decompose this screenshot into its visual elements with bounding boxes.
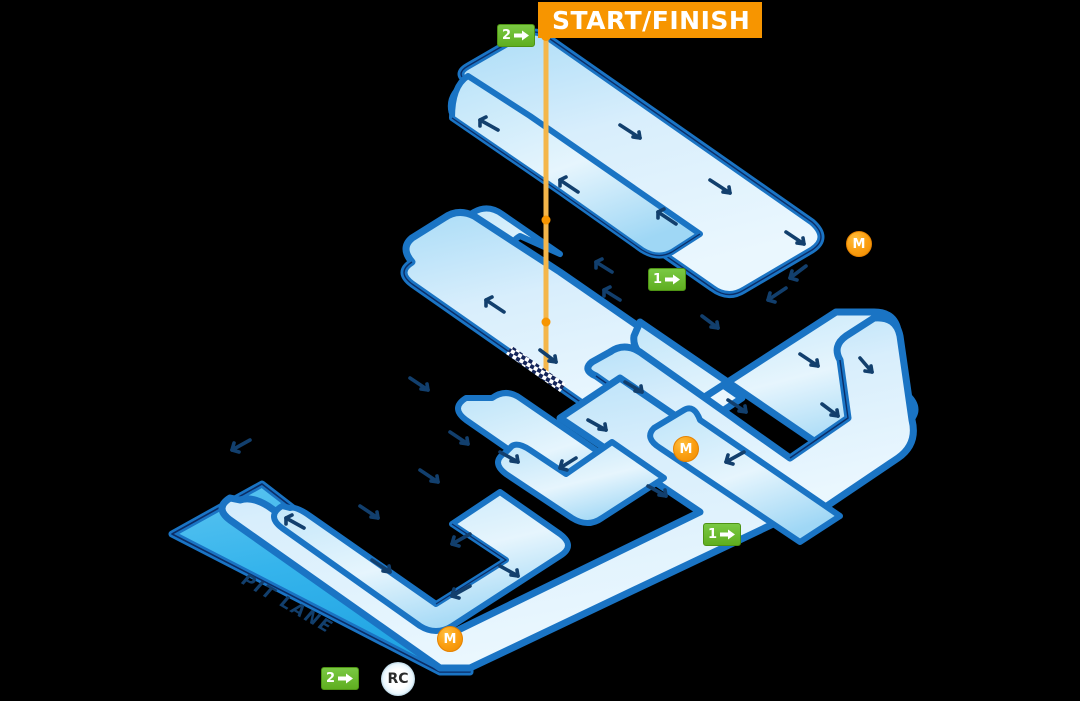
- arrow-right-icon: [338, 673, 354, 684]
- track-band-switchback: [495, 439, 667, 526]
- marshal-post-label: M: [852, 236, 866, 252]
- race-control-marker[interactable]: RC: [381, 662, 415, 696]
- direction-marker-number: 1: [652, 272, 663, 287]
- direction-marker-number: 2: [325, 671, 336, 686]
- marshal-post-label: M: [443, 631, 457, 647]
- track-band-east-finger: [647, 405, 843, 545]
- track-direction-arrows: [230, 115, 874, 600]
- direction-marker-3[interactable]: 1: [703, 523, 741, 546]
- direction-marker-1[interactable]: 2: [497, 24, 535, 47]
- marshal-post-2[interactable]: M: [673, 436, 699, 462]
- marshal-post-1[interactable]: M: [846, 231, 872, 257]
- track-band-midnorth: [449, 73, 703, 259]
- race-control-label: RC: [387, 671, 409, 687]
- marshal-post-label: M: [679, 441, 693, 457]
- direction-marker-number: 2: [501, 28, 512, 43]
- start-finish-banner: START/FINISH: [538, 2, 763, 38]
- start-finish-label: START/FINISH: [552, 5, 751, 35]
- direction-marker-4[interactable]: 2: [321, 667, 359, 690]
- marshal-post-3[interactable]: M: [437, 626, 463, 652]
- direction-marker-2[interactable]: 1: [648, 268, 686, 291]
- checkered-start-line: [506, 346, 566, 392]
- arrow-right-icon: [665, 274, 681, 285]
- direction-marker-number: 1: [707, 527, 718, 542]
- arrow-right-icon: [720, 529, 736, 540]
- arrow-right-icon: [514, 30, 530, 41]
